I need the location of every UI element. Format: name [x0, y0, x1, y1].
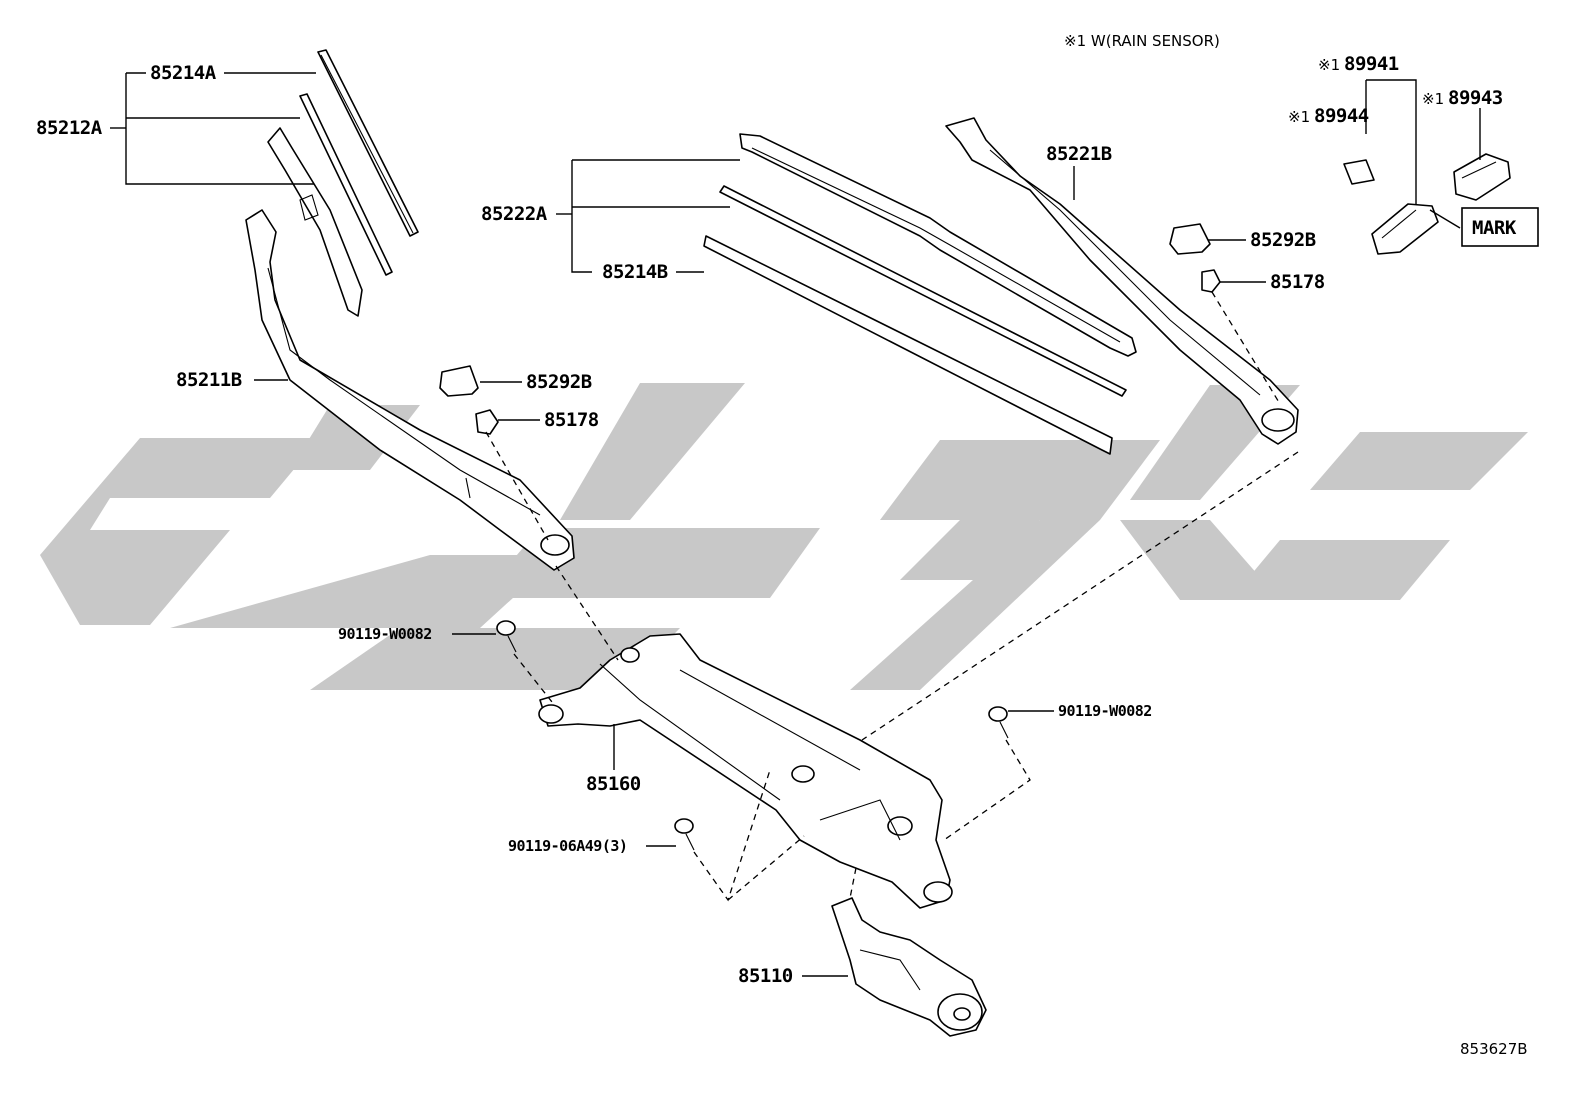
nut-right: [1201, 269, 1221, 293]
callout-85178-left: 85178: [544, 409, 599, 431]
callout-89944: 89944: [1314, 105, 1369, 127]
pivot-cap-left: [439, 365, 479, 397]
callout-85292B-right: 85292B: [1250, 229, 1316, 251]
callout-89943: 89943: [1448, 87, 1503, 109]
sensor-mark-89944: ※1: [1288, 108, 1310, 126]
alignment-lines: [485, 291, 1299, 902]
wiper-blade-left: [267, 49, 419, 317]
figure-id: 853627B: [1460, 1040, 1528, 1058]
nut-left: [475, 409, 499, 435]
sensor-mark-89943: ※1: [1422, 90, 1444, 108]
wiper-arm-right: [945, 117, 1299, 445]
callout-85222A: 85222A: [481, 203, 548, 225]
callout-85221B: 85221B: [1046, 143, 1112, 165]
wiper-motor: [831, 897, 987, 1037]
callout-85212A: 85212A: [36, 117, 103, 139]
bolt-left: [496, 620, 517, 653]
watermark-logo: [40, 383, 1528, 690]
rain-sensor-cover-89943: [1453, 153, 1511, 201]
leader-lines: [110, 72, 1481, 977]
sensor-mark-89941: ※1: [1318, 56, 1340, 74]
bolt-right: [988, 706, 1009, 739]
callout-90119-06A49: 90119-06A49(3): [508, 837, 627, 855]
callout-90119-W0082-right: 90119-W0082: [1058, 702, 1152, 720]
wiper-arm-left: [245, 209, 575, 571]
rain-sensor-adhesive-89944: [1343, 159, 1375, 185]
callout-85292B-left: 85292B: [526, 371, 592, 393]
callout-89941: 89941: [1344, 53, 1399, 75]
callout-85214A: 85214A: [150, 62, 217, 84]
wiper-blade-right: [703, 133, 1137, 455]
mark-label: MARK: [1472, 217, 1517, 239]
wiper-link-assembly: [538, 633, 953, 909]
callout-90119-W0082-left: 90119-W0082: [338, 625, 432, 643]
rain-sensor-note: ※1 W(RAIN SENSOR): [1064, 32, 1220, 50]
callout-85110: 85110: [738, 965, 793, 987]
callout-85211B: 85211B: [176, 369, 242, 391]
rain-sensor-89941: [1371, 203, 1439, 255]
callout-85214B: 85214B: [602, 261, 668, 283]
bolt-lower: [674, 818, 695, 851]
mark-box: MARK: [1461, 207, 1539, 247]
callout-85178-right: 85178: [1270, 271, 1325, 293]
callout-85160: 85160: [586, 773, 641, 795]
pivot-cap-right: [1169, 223, 1211, 255]
